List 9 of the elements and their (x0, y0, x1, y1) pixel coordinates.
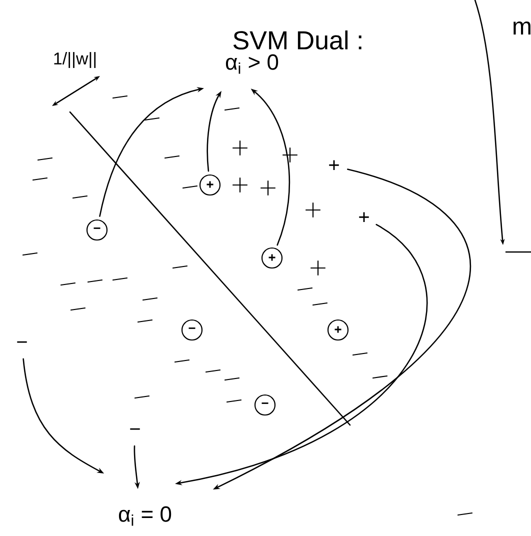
data-point: + (359, 212, 369, 222)
data-point: − (17, 341, 27, 343)
handwritten-label: m (514, 22, 530, 34)
data-point: + (329, 160, 339, 170)
handwritten-label: α$_{i}$ > 0 (226, 54, 278, 74)
dimension-label: 1/||w|| (54, 52, 96, 68)
data-point: − (130, 428, 140, 430)
handwritten-label: α$_{i}$ = 0 (118, 506, 172, 526)
title: SVM Dual : (233, 30, 362, 50)
